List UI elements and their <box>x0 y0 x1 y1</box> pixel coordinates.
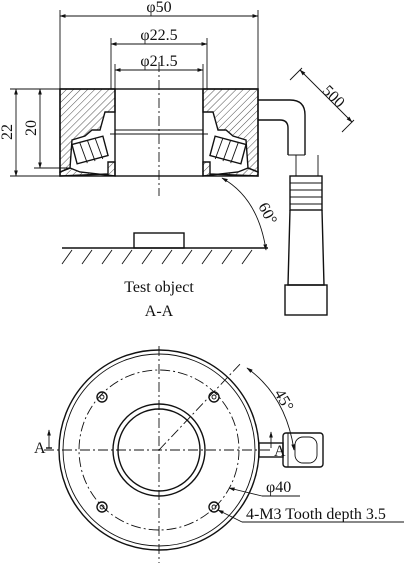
mounting-hole-4 <box>208 501 220 513</box>
cable-angle-label: 60° <box>254 200 280 228</box>
section-marker-right-label: A <box>274 443 286 460</box>
hole-angle-arc <box>246 367 296 451</box>
test-object-label: Test object <box>124 279 194 296</box>
hole-circle <box>78 369 240 531</box>
cable-dim-ext-2 <box>341 119 355 133</box>
section-view: 500 60° φ50 φ22.5 φ21.5 <box>0 0 355 320</box>
plan-view: 45° A A φ40 4-M3 Tooth depth 3.5 <box>34 346 404 563</box>
section-marker-left-label: A <box>34 440 46 457</box>
right-body-section <box>202 88 259 174</box>
height-inner-label: 20 <box>23 120 40 136</box>
angle-radial-line <box>158 361 243 451</box>
cable-length-label: 500 <box>319 82 348 111</box>
ground-hatch <box>61 249 253 265</box>
test-object-block <box>133 232 185 249</box>
cable-dim-ext-1 <box>289 67 303 81</box>
hole-circle-diameter-label: φ40 <box>266 479 291 496</box>
cable-length-dim-line <box>299 69 353 123</box>
mounting-hole-2 <box>208 391 220 403</box>
bore-outer-circle <box>112 403 206 497</box>
bore-diameter-1-label: φ22.5 <box>140 27 177 44</box>
height-total-label: 22 <box>0 124 16 140</box>
cable-angle-arc <box>221 177 268 251</box>
side-connector <box>258 432 324 468</box>
outer-diameter-label: φ50 <box>146 0 171 16</box>
section-view-label: A-A <box>145 303 174 320</box>
cable-elbow <box>258 99 306 155</box>
cable-connector <box>284 155 328 316</box>
mounting-hole-3 <box>96 501 108 513</box>
holes-note-label: 4-M3 Tooth depth 3.5 <box>246 506 386 523</box>
left-body-section <box>59 88 116 174</box>
right-roller-element <box>209 135 247 165</box>
left-roller-element <box>71 135 109 165</box>
hole-angle-label: 45° <box>271 387 297 415</box>
mounting-hole-1 <box>96 391 108 403</box>
holes-note-leader <box>217 509 243 523</box>
hole-circle-leader <box>228 487 263 497</box>
bore-inner-circle <box>117 408 201 492</box>
bore-diameter-2-label: φ21.5 <box>140 53 177 70</box>
